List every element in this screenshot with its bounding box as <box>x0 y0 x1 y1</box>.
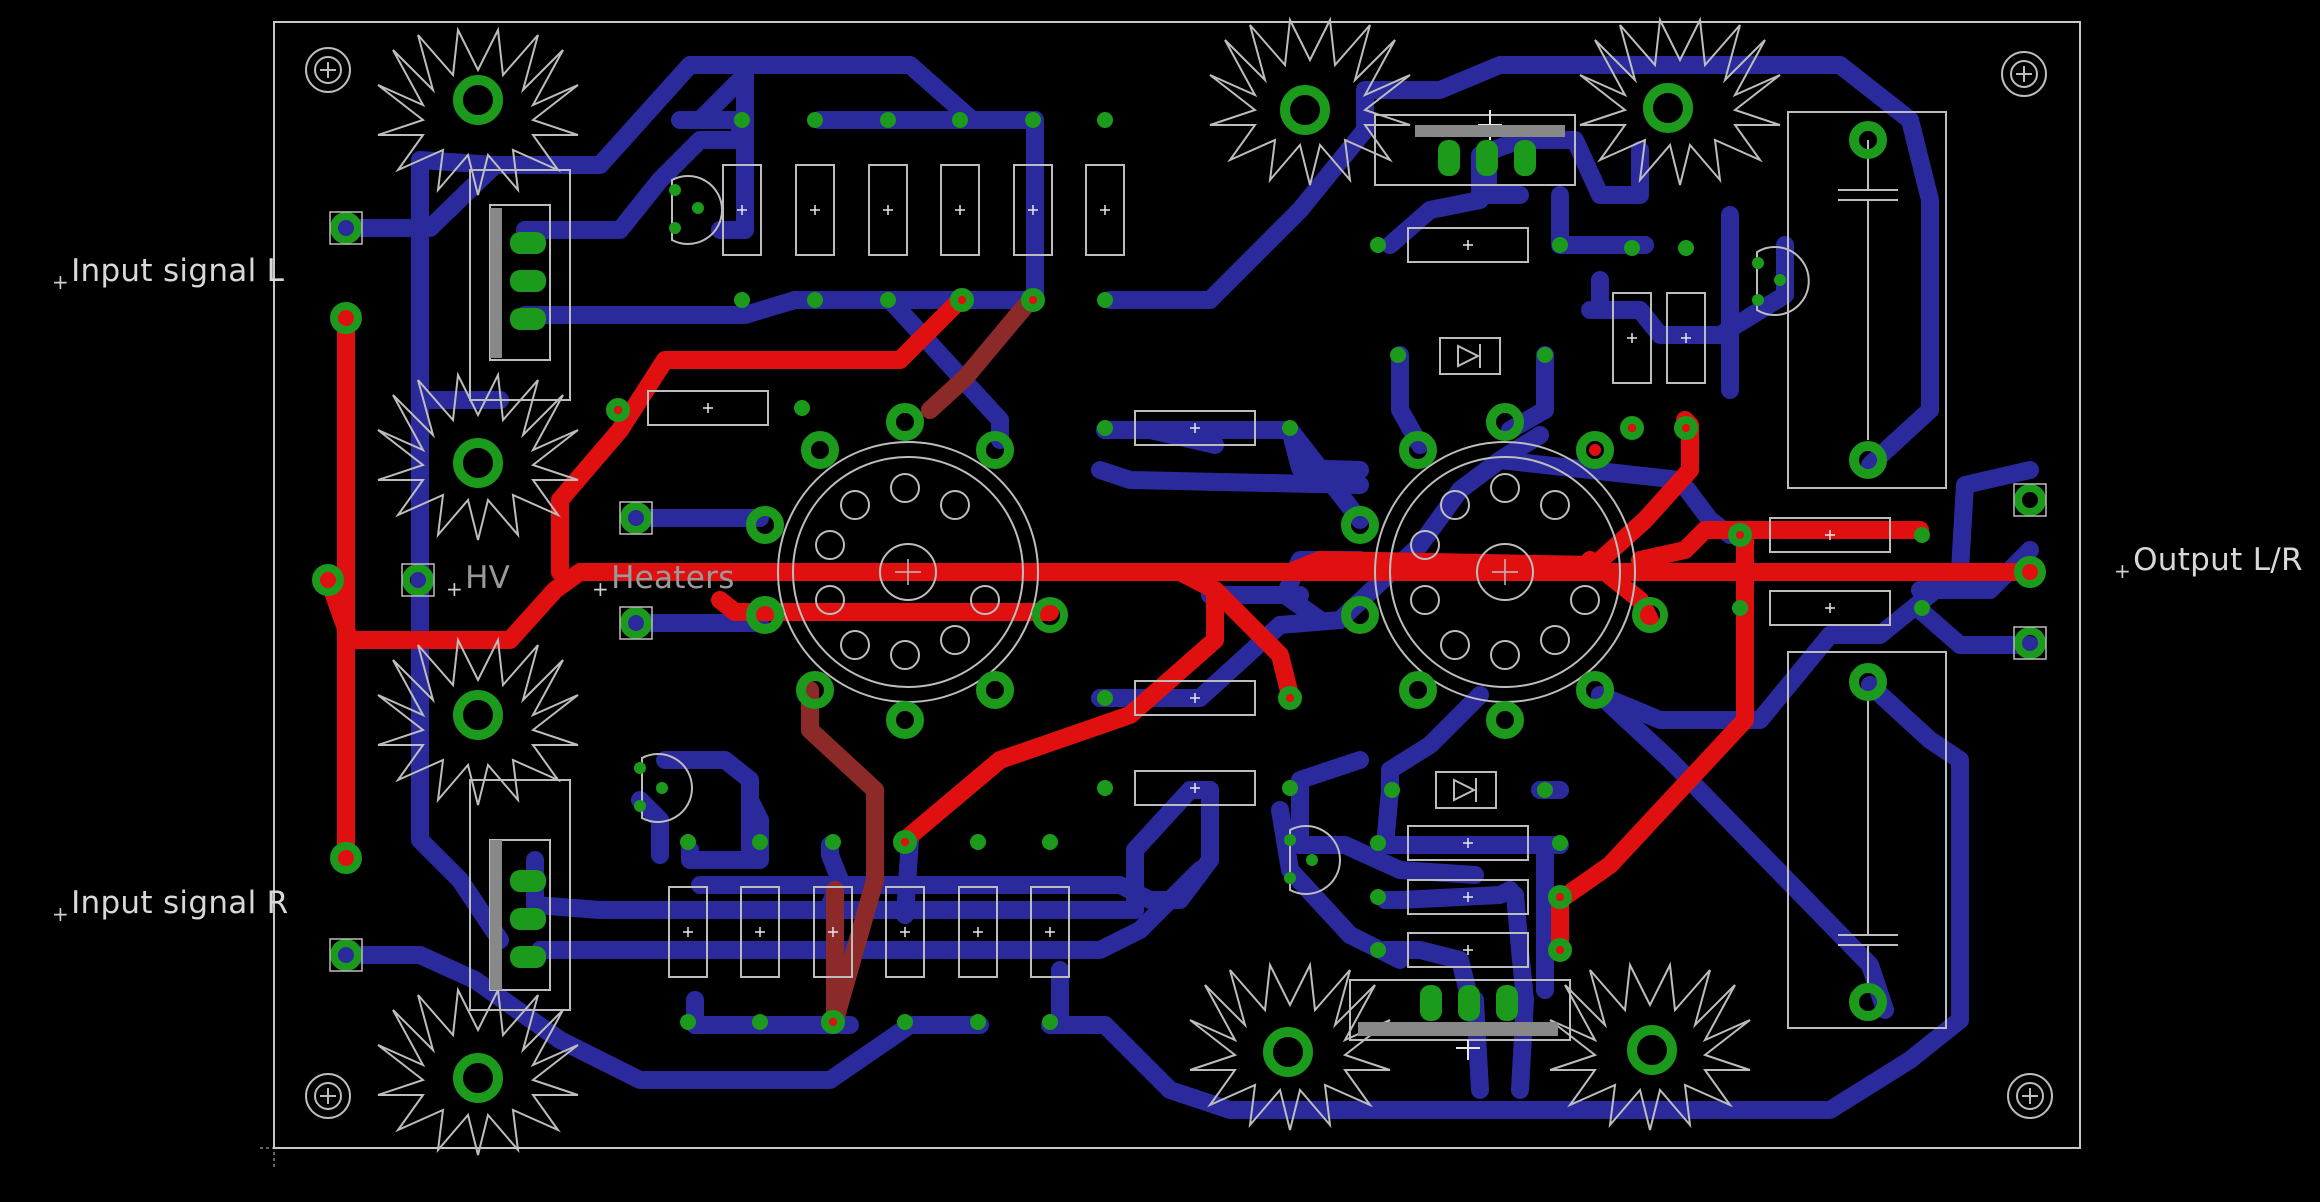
top-layer-traces-dim <box>801 289 1041 1029</box>
transistor-icon <box>641 175 1810 895</box>
mounting-hole-icon <box>305 47 351 93</box>
input-signal-l-label: +Input signal L <box>52 253 285 294</box>
heatsink-icon <box>377 989 579 1156</box>
capacitor-icon <box>1787 111 1947 1029</box>
hv-label: +HV <box>446 560 511 601</box>
heatsink-icon <box>1579 19 1781 186</box>
diode-icon <box>1435 337 1501 809</box>
output-label: +Output L/R <box>2114 542 2303 583</box>
heaters-label: +Heaters <box>592 560 735 601</box>
board-outline <box>273 21 2081 1149</box>
tube-socket-pins <box>815 473 1600 670</box>
input-signal-r-label: +Input signal R <box>52 885 289 926</box>
mounting-hole-icon <box>2007 1073 2053 1119</box>
heatsink-icon <box>1209 19 1411 186</box>
pad-icon <box>453 75 1887 1103</box>
mounting-hole-icon <box>305 1073 351 1119</box>
mounting-hole-icon <box>2001 51 2047 97</box>
